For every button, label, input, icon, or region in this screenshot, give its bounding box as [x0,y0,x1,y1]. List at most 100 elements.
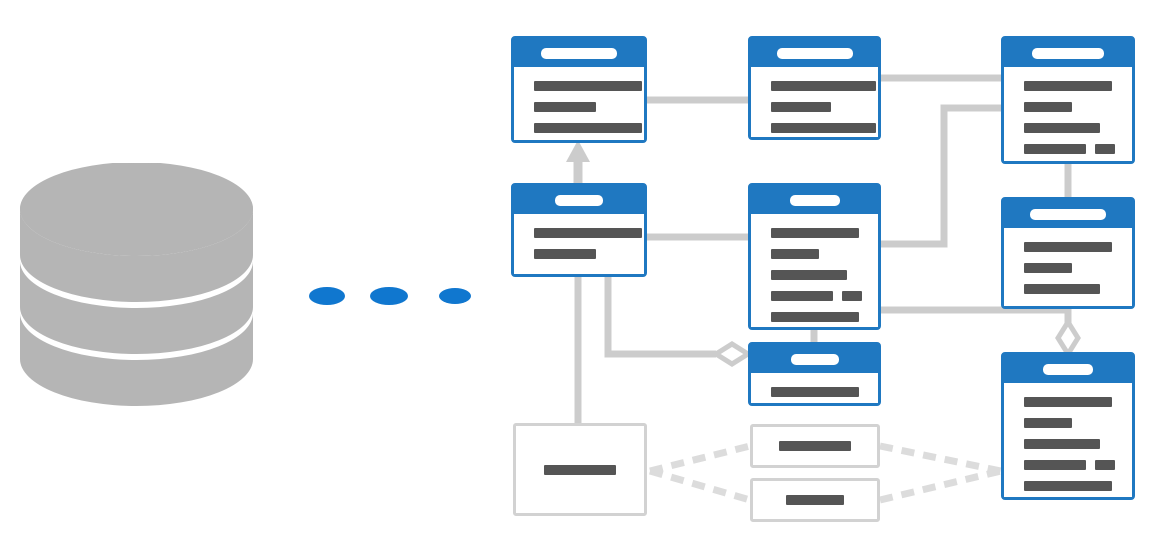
class-top-center-attribute-bar [771,102,831,112]
class-mid-left-attribute-bar [534,228,642,238]
class-mid-center-body [751,214,878,327]
class-top-left-attribute-row [516,81,642,91]
class-top-left-attribute-bar [534,123,642,133]
class-bottom-right-attribute-bar [1024,418,1072,428]
class-top-left-title-placeholder [541,47,617,59]
class-top-right-header [1004,39,1132,67]
class-top-center-attribute-row [753,102,876,112]
class-top-right-attribute-row [1006,81,1130,91]
class-top-center-attribute-row [753,81,876,91]
class-top-center-attribute-bar [771,123,876,133]
class-mid-center-attribute-row [753,291,876,301]
hollow-diamond-icon-1 [711,341,753,367]
class-top-right-attribute-bar [1024,81,1112,91]
class-mid-left-header [514,186,644,214]
class-top-left-attribute-row [516,102,642,112]
class-top-left-attribute-bar [534,81,642,91]
class-bottom-right-title-placeholder [1043,363,1093,375]
plain-bottom-left-label-bar [544,464,616,475]
class-mid-right-attribute-bar [1024,284,1100,294]
class-bottom-right-attribute-row [1006,397,1130,407]
class-top-center[interactable] [748,36,881,140]
class-mid-right-attribute-row [1006,263,1130,273]
edge-plainleft-to-plainlower [649,467,751,504]
class-bottom-center-body [751,373,878,403]
dotted-link-dot-3 [439,288,471,304]
class-mid-center-attribute-row [753,270,876,280]
class-mid-right-attribute-row [1006,284,1130,294]
class-bottom-right-attribute-row [1006,439,1130,449]
class-mid-right-attribute-bar [1024,242,1112,252]
dotted-link-dot-2 [370,287,408,305]
class-mid-left-attribute-row [516,249,642,259]
class-top-right[interactable] [1001,36,1135,164]
class-mid-center[interactable] [748,183,881,330]
class-bottom-right-attribute-bar [1024,460,1086,470]
class-mid-left-title-placeholder [555,194,603,206]
class-mid-center-attribute-bar [771,270,847,280]
class-mid-center-attribute-row [753,249,876,259]
class-bottom-center-attribute-bar [771,387,859,397]
class-bottom-right-header [1004,355,1132,383]
class-mid-right-attribute-bar [1024,263,1072,273]
hollow-triangle-icon [566,140,590,162]
dotted-link-dot-1 [309,287,345,305]
class-top-right-attribute-bar [1095,144,1115,154]
class-top-right-attribute-bar [1024,144,1086,154]
class-top-center-attribute-bar [771,81,876,91]
class-mid-center-header [751,186,878,214]
class-mid-center-attribute-bar [771,312,859,322]
edge-plainupper-to-bottomright [879,442,1002,475]
edge-plainlower-to-bottomright [879,467,1002,504]
class-mid-right-header [1004,200,1132,228]
class-mid-left[interactable] [511,183,647,277]
plain-bottom-center-lower-label-bar [786,495,844,505]
class-top-center-attribute-row [753,123,876,133]
edge-midcenter-to-topright [881,104,1001,248]
class-bottom-right-attribute-row [1006,418,1130,428]
class-mid-center-attribute-bar [842,291,862,301]
plain-bottom-center-lower[interactable] [750,478,880,522]
class-top-left-body [514,67,644,140]
plain-bottom-left[interactable] [513,423,647,516]
class-mid-right-body [1004,228,1132,306]
class-bottom-right-attribute-row [1006,460,1130,470]
plain-bottom-center-upper[interactable] [750,424,880,468]
class-mid-center-attribute-bar [771,228,859,238]
class-bottom-center[interactable] [748,342,881,406]
class-mid-center-attribute-row [753,228,876,238]
class-mid-left-attribute-bar [534,249,596,259]
class-top-right-attribute-bar [1024,123,1100,133]
edge-midcenter-to-bottomright [881,306,1072,352]
class-top-left-attribute-row [516,123,642,133]
edge-plainleft-to-plainupper [649,442,751,475]
class-top-right-attribute-row [1006,144,1130,154]
class-bottom-right-attribute-bar [1024,481,1112,491]
class-top-left-header [514,39,644,67]
class-top-left[interactable] [511,36,647,143]
class-mid-right-attribute-row [1006,242,1130,252]
class-mid-center-attribute-row [753,312,876,322]
class-mid-right[interactable] [1001,197,1135,309]
class-top-center-title-placeholder [776,47,853,59]
class-bottom-center-header [751,345,878,373]
class-top-right-attribute-row [1006,102,1130,112]
class-mid-center-attribute-bar [771,291,833,301]
class-mid-left-attribute-row [516,228,642,238]
class-top-left-attribute-bar [534,102,596,112]
class-top-right-attribute-bar [1024,102,1072,112]
class-bottom-center-attribute-row [753,387,876,397]
class-bottom-right-attribute-bar [1095,460,1115,470]
hollow-diamond-icon-2 [1055,317,1081,359]
class-top-right-title-placeholder [1032,47,1104,59]
class-top-right-body [1004,67,1132,161]
class-bottom-right-attribute-bar [1024,397,1112,407]
class-mid-left-body [514,214,644,274]
class-bottom-right-attribute-row [1006,481,1130,491]
class-top-right-attribute-row [1006,123,1130,133]
class-mid-right-title-placeholder [1030,208,1106,220]
class-mid-center-attribute-bar [771,249,819,259]
class-bottom-right[interactable] [1001,352,1135,500]
plain-bottom-center-upper-label-bar [779,441,851,451]
